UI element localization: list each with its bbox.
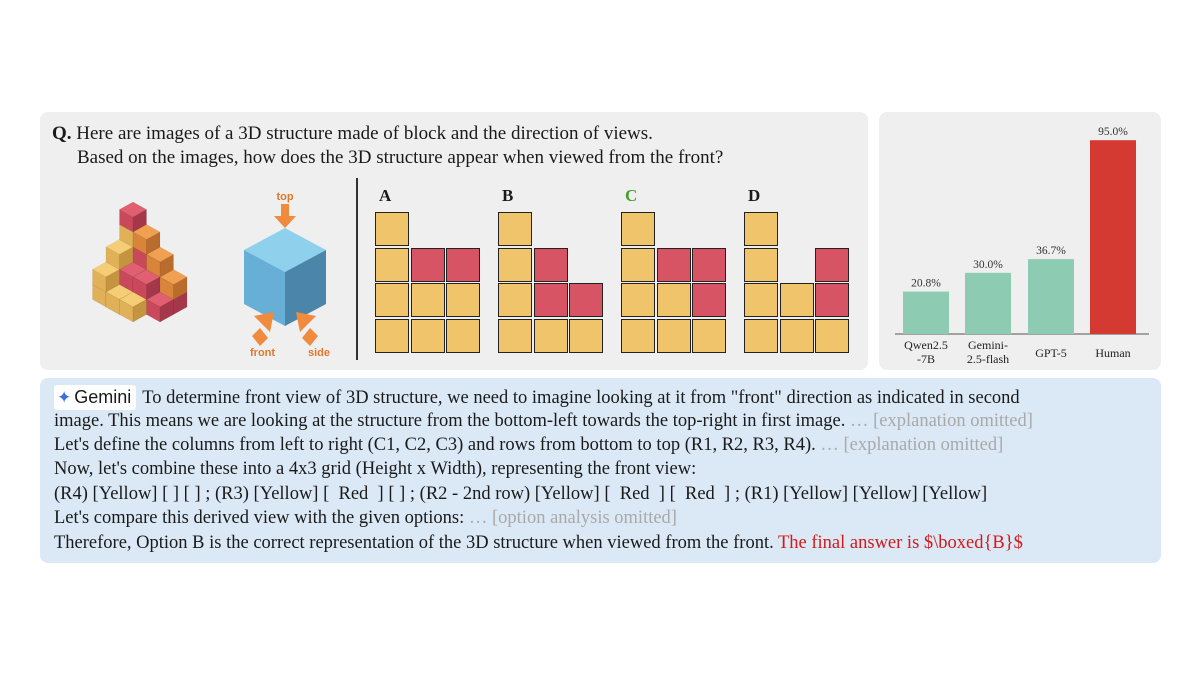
grid-cell [744,247,778,282]
cube-right-face [159,298,174,323]
category-tick-label: -7B [917,352,935,366]
view-direction-image: top front side [244,191,330,359]
answer-line-3: Let's define the columns from left to ri… [54,433,1003,457]
grid-cell [446,247,480,282]
cube-right-face [146,231,161,256]
grid-cell [410,247,445,282]
answer-text-3: Let's define the columns from left to ri… [54,435,816,455]
grid-cell [533,247,568,282]
grid-cell [446,283,480,317]
gemini-star-icon: ✦ [57,388,72,407]
grid-cell [621,318,655,353]
grid-cell [656,318,691,353]
grid-cell [569,283,603,317]
grid-cell [533,283,568,317]
front-arrow-icon [252,312,274,346]
category-tick-label: Gemini- [968,338,1008,352]
grid-cell [779,318,814,353]
grid-cell [692,318,726,353]
answer-text-1: To determine front view of 3D structure,… [142,388,1020,408]
answer-line-5: (R4) [Yellow] [ ] [ ] ; (R3) [Yellow] [ … [54,484,988,504]
grid-cell [498,247,532,282]
grid-cell [446,318,480,353]
accuracy-bar-chart: 20.8% Qwen2.5-7B 30.0% Gemini-2.5-flash 36.7… [895,126,1149,366]
grid-cell [656,283,691,317]
grid-cell [815,283,849,317]
answer-line-2: image. This means we are looking at the … [54,409,1033,433]
option-label-d: D [748,186,761,205]
top-label: top [276,191,293,203]
grid-cell [375,318,409,353]
grid-cell [744,318,778,353]
grid-cell [375,247,409,282]
panel-divider [356,178,358,360]
grid-cell [621,212,655,246]
grid-cell [375,283,409,317]
data-label: 30.0% [973,259,1003,271]
cube-right-face [173,276,188,301]
grid-cell [692,283,726,317]
grid-cell [815,247,849,282]
option-label-c: C [625,186,638,205]
accuracy-chart-panel: 20.8% Qwen2.5-7B 30.0% Gemini-2.5-flash 36.7… [879,112,1161,370]
answer-text-6: Let's compare this derived view with the… [54,508,465,528]
final-answer: The final answer is $\boxed{B}$ [773,533,1023,553]
gemini-badge: ✦Gemini [54,385,137,410]
cube-left-face [244,250,285,326]
grid-cell [744,212,778,246]
front-label: front [250,347,275,359]
answer-line-7: Therefore, Option B is the correct repre… [54,531,1023,555]
cube-right-face [285,250,326,326]
answer-line-4: Now, let's combine these into a 4x3 grid… [54,459,697,479]
side-label: side [308,347,330,359]
grid-cell [692,247,726,282]
grid-cell [569,318,603,353]
grid-cell [656,247,691,282]
grid-cell [498,318,532,353]
answer-line-6: Let's compare this derived view with the… [54,506,677,530]
top-arrow-icon [274,204,296,228]
data-label: 95.0% [1098,126,1128,138]
grid-cell [498,283,532,317]
omitted-note-3: … [option analysis omitted] [464,508,677,528]
question-panel: Q. Here are images of a 3D structure mad… [40,112,868,370]
grid-cell [375,212,409,246]
data-label: 20.8% [911,278,941,290]
data-label: 36.7% [1036,245,1066,257]
grid-cell [533,318,568,353]
bar [903,291,949,334]
grid-cell [744,283,778,317]
question-line-1: Q. Here are images of a 3D structure mad… [52,122,653,146]
question-text-1: Here are images of a 3D structure made o… [76,123,653,144]
question-line-2: Based on the images, how does the 3D str… [77,147,724,168]
side-arrow-icon [296,312,318,346]
grid-cell [410,283,445,317]
question-label: Q. [52,123,72,144]
answer-text-2: image. This means we are looking at the … [54,411,846,431]
grid-cell [779,283,814,317]
grid-cell [498,212,532,246]
bar [1090,140,1136,334]
category-tick-label: GPT-5 [1035,346,1067,360]
category-tick-label: Qwen2.5 [904,338,948,352]
option-label-b: B [502,186,514,205]
bar [1028,259,1074,334]
option-label-a: A [379,186,392,205]
grid-cell [410,318,445,353]
cube-right-face [159,253,174,278]
grid-cell [621,247,655,282]
category-tick-label: Human [1095,346,1130,360]
grid-cell [815,318,849,353]
model-name: Gemini [74,387,132,407]
omitted-note-1: … [explanation omitted] [845,411,1033,431]
category-tick-label: 2.5-flash [967,352,1009,366]
bar [965,272,1011,334]
structure-3d-image [91,201,188,323]
omitted-note-2: … [explanation omitted] [815,435,1004,455]
answer-text-7: Therefore, Option B is the correct repre… [54,533,774,553]
grid-cell [621,283,655,317]
cube-right-face [132,208,147,233]
